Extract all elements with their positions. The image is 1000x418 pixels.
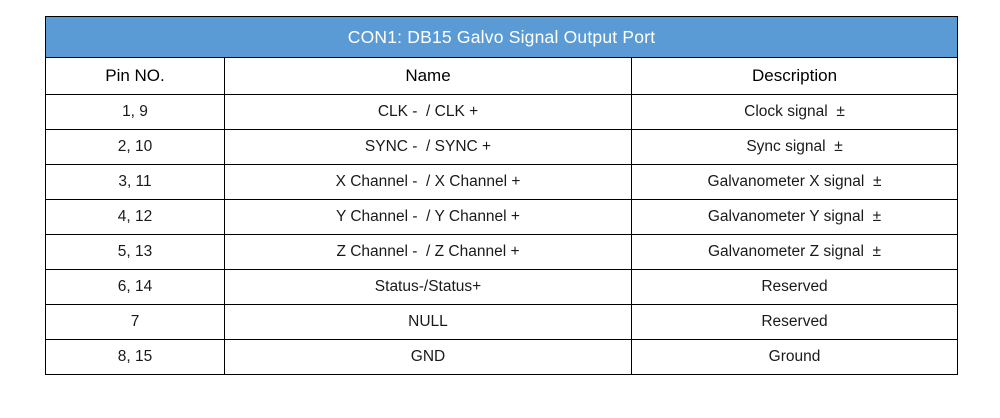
- cell-pin: 3, 11: [45, 164, 225, 200]
- cell-pin: 5, 13: [45, 234, 225, 270]
- column-header-pin: Pin NO.: [45, 57, 225, 95]
- cell-description: Reserved: [630, 269, 959, 305]
- cell-pin: 8, 15: [45, 339, 225, 375]
- table-row: 4, 12 Y Channel - / Y Channel + Galvanom…: [45, 199, 959, 235]
- cell-pin: 7: [45, 304, 225, 340]
- table-row: 1, 9 CLK - / CLK + Clock signal ±: [45, 94, 959, 130]
- table-row: 8, 15 GND Ground: [45, 339, 959, 375]
- table-row: 5, 13 Z Channel - / Z Channel + Galvanom…: [45, 234, 959, 270]
- cell-pin: 6, 14: [45, 269, 225, 305]
- cell-pin: 4, 12: [45, 199, 225, 235]
- cell-description: Ground: [630, 339, 959, 375]
- pinout-table-container: CON1: DB15 Galvo Signal Output Port Pin …: [44, 16, 959, 375]
- cell-description: Sync signal ±: [630, 129, 959, 165]
- table-row: 2, 10 SYNC - / SYNC + Sync signal ±: [45, 129, 959, 165]
- table-row: 7 NULL Reserved: [45, 304, 959, 340]
- cell-name: GND: [224, 339, 632, 375]
- table-row: 3, 11 X Channel - / X Channel + Galvanom…: [45, 164, 959, 200]
- cell-description: Galvanometer X signal ±: [630, 164, 959, 200]
- cell-description: Clock signal ±: [630, 94, 959, 130]
- cell-name: CLK - / CLK +: [224, 94, 632, 130]
- cell-pin: 2, 10: [45, 129, 225, 165]
- column-header-description: Description: [630, 57, 959, 95]
- cell-name: SYNC - / SYNC +: [224, 129, 632, 165]
- cell-description: Reserved: [630, 304, 959, 340]
- table-title-row: CON1: DB15 Galvo Signal Output Port: [44, 16, 959, 58]
- pinout-table-body: CON1: DB15 Galvo Signal Output Port Pin …: [44, 16, 959, 375]
- table-header-row: Pin NO. Name Description: [45, 57, 959, 95]
- pinout-table: CON1: DB15 Galvo Signal Output Port Pin …: [44, 16, 959, 375]
- table-row: 6, 14 Status-/Status+ Reserved: [45, 269, 959, 305]
- cell-name: Z Channel - / Z Channel +: [224, 234, 632, 270]
- cell-description: Galvanometer Y signal ±: [630, 199, 959, 235]
- cell-name: NULL: [224, 304, 632, 340]
- cell-name: X Channel - / X Channel +: [224, 164, 632, 200]
- cell-name: Status-/Status+: [224, 269, 632, 305]
- table-title: CON1: DB15 Galvo Signal Output Port: [44, 16, 959, 58]
- cell-description: Galvanometer Z signal ±: [630, 234, 959, 270]
- cell-pin: 1, 9: [45, 94, 225, 130]
- column-header-name: Name: [224, 57, 632, 95]
- cell-name: Y Channel - / Y Channel +: [224, 199, 632, 235]
